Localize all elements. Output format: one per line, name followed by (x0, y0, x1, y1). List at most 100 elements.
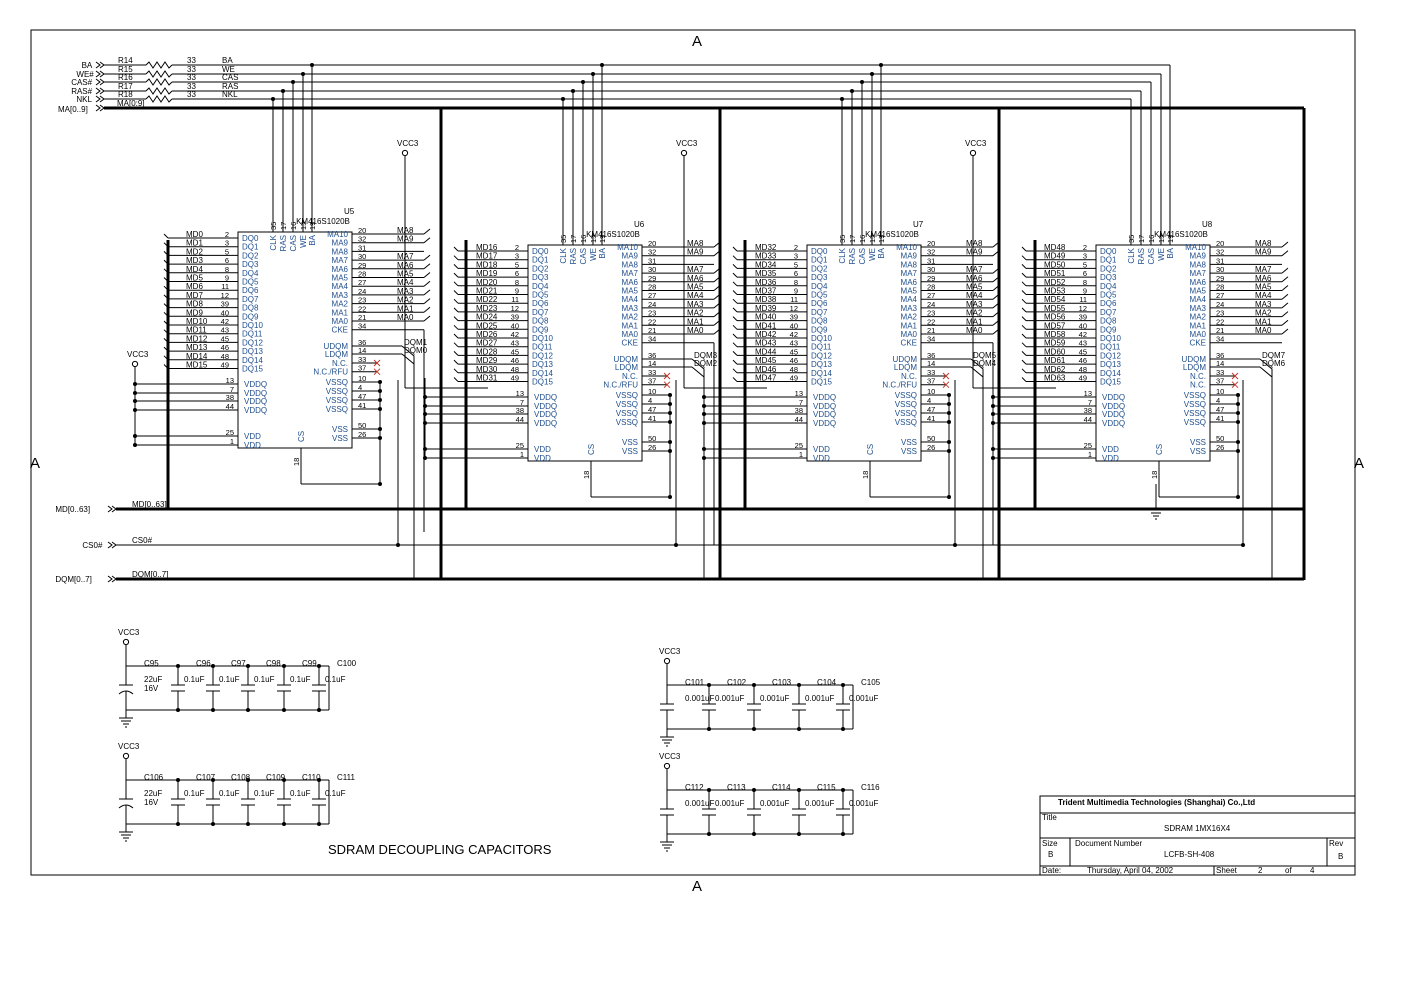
resistor (145, 95, 173, 103)
junction-dot (282, 708, 286, 712)
junction-dot (246, 778, 250, 782)
md-net: MD59 (1044, 339, 1066, 348)
pin-number: 2 (225, 230, 229, 239)
pin-name: VDD (813, 445, 830, 454)
pin-number: 25 (226, 428, 234, 437)
chip-body (806, 244, 922, 462)
pin-number: 34 (648, 335, 656, 344)
pin-name: VDD (534, 454, 551, 463)
dqm-net: DQM1 (404, 338, 428, 347)
md-net: MD21 (476, 287, 498, 296)
chip-ref: U8 (1202, 220, 1213, 229)
pin-number: 48 (1079, 365, 1087, 374)
pin-number: 26 (358, 430, 366, 439)
bus-entry (732, 272, 738, 278)
pin-number: 22 (927, 317, 935, 326)
junction-dot (841, 832, 845, 836)
ma-net: MA4 (1255, 291, 1272, 300)
pin-name: VSS (901, 438, 917, 447)
vcc-symbol (401, 149, 409, 157)
pin-name: MA8 (332, 247, 349, 256)
pin-name: VSSQ (1184, 400, 1206, 409)
resistor-value: 33 (187, 90, 196, 99)
cap-group-2: VCC3C10622uF16VC1070.1uFC1080.1uFC1090.1… (118, 742, 355, 842)
pin-name: UDQM (614, 355, 639, 364)
md-net: MD44 (755, 347, 777, 356)
zone-marker-right: A (1354, 455, 1364, 472)
pin-name: DQ0 (1100, 247, 1117, 256)
no-connect-mark (663, 372, 671, 380)
pin-name: MA4 (332, 282, 349, 291)
pin-number: 22 (358, 304, 366, 313)
ma-net: MA3 (1255, 300, 1272, 309)
md-net: MD24 (476, 313, 498, 322)
vcc-label: VCC3 (118, 742, 140, 751)
port-arrow (107, 575, 117, 583)
pin-name: MA0 (901, 330, 918, 339)
pin-number: 31 (1216, 256, 1224, 265)
junction-dot (707, 683, 711, 687)
bus-entry (423, 306, 431, 313)
md-net: MD55 (1044, 304, 1066, 313)
pin-number: 29 (358, 261, 366, 270)
pin-number: 26 (927, 443, 935, 452)
pin-number: 5 (515, 260, 519, 269)
cap-value: 0.001uF (805, 799, 834, 808)
pin-name: MA9 (901, 252, 918, 261)
cap-ref: C98 (266, 659, 281, 668)
junction-dot (301, 72, 305, 76)
pin-name: CKE (1190, 339, 1206, 348)
junction-dot (378, 482, 382, 486)
bus-entry (453, 342, 459, 348)
pin-number: 19 (1166, 235, 1175, 243)
pin-number: 36 (927, 351, 935, 360)
pin-number: 11 (1079, 295, 1087, 304)
pin-number: 37 (358, 364, 366, 373)
pin-number: 24 (648, 300, 656, 309)
pin-name: LDQM (615, 363, 638, 372)
bus-entry (423, 298, 431, 304)
pin-name: MA10 (896, 243, 917, 252)
md-net: MD18 (476, 260, 498, 269)
pin-number: 40 (1079, 321, 1087, 330)
cap-value: 0.1uF (184, 789, 205, 798)
input-port-we: WE# (76, 70, 94, 79)
pin-name: DQ4 (242, 269, 259, 278)
pin-name: DQ9 (1100, 325, 1117, 334)
pin-name: DQ11 (811, 343, 832, 352)
pin-name: VDD (244, 432, 261, 441)
cap-value: 0.1uF (254, 789, 275, 798)
bus-entry (1281, 311, 1289, 317)
bus-net-0: MD[0..63] (132, 500, 167, 509)
bus-entry (453, 324, 459, 330)
ma-net: MA7 (1255, 265, 1272, 274)
md-net: MD2 (186, 247, 203, 256)
pin-number: 45 (511, 347, 519, 356)
pin-name: DQ6 (1100, 299, 1117, 308)
pin-name: VDDQ (244, 389, 267, 398)
pin-name: DQ1 (811, 256, 828, 265)
pin-name: RAS (279, 235, 288, 251)
input-port-ba: BA (82, 61, 93, 70)
pin-number: 39 (790, 313, 798, 322)
bus-entry (453, 368, 459, 374)
pin-name: VSSQ (326, 396, 348, 405)
pin-name: MA3 (901, 304, 918, 313)
bus-entry (453, 359, 459, 365)
pin-number: 11 (790, 295, 798, 304)
md-net: MD43 (755, 339, 777, 348)
md-net: MD41 (755, 321, 777, 330)
pin-name: DQ10 (1100, 334, 1121, 343)
vcc-label: VCC3 (659, 647, 681, 656)
ma-net: MA3 (687, 300, 704, 309)
bus-entry (163, 320, 169, 326)
pin-name: CS (1155, 444, 1164, 455)
pin-number: 43 (1079, 339, 1087, 348)
bus-entry (732, 290, 738, 295)
pin-name: VSSQ (1184, 409, 1206, 418)
md-net: MD58 (1044, 330, 1066, 339)
pin-name: VSSQ (1184, 418, 1206, 427)
